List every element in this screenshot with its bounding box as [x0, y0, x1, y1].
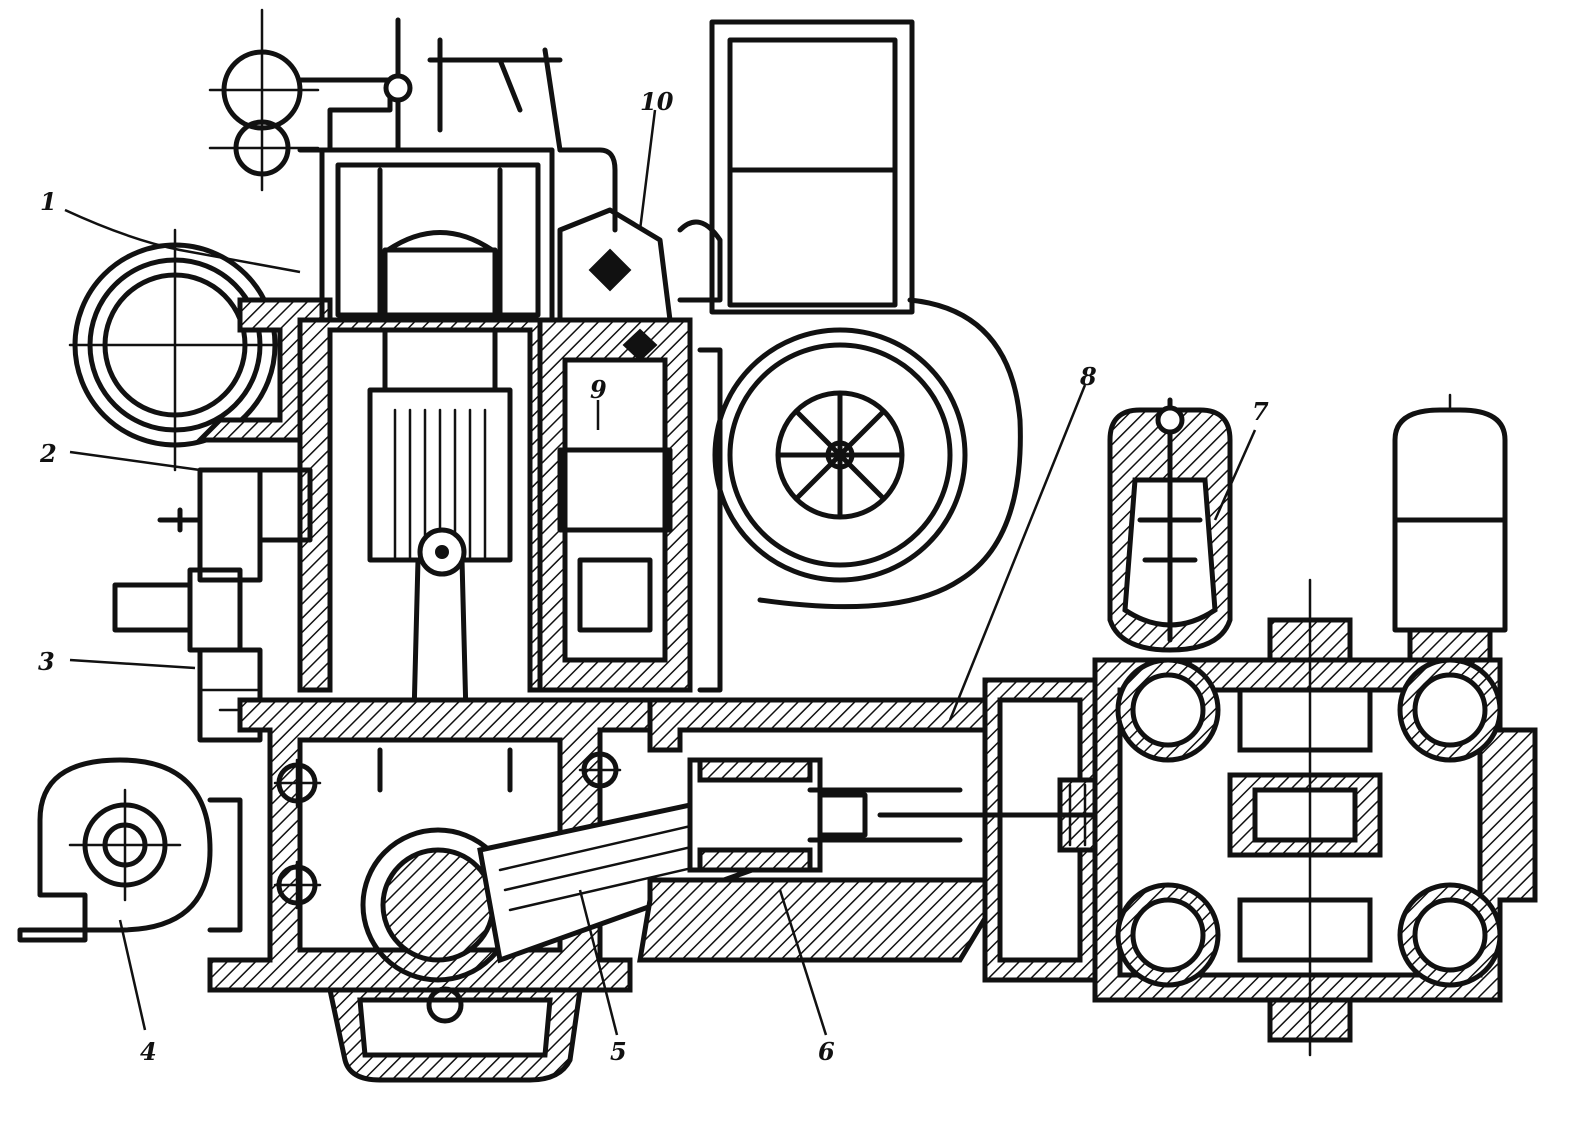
auxiliary-blower	[17, 757, 243, 943]
callout-2: 2	[39, 439, 57, 468]
fuel-injection-pump	[112, 467, 313, 743]
callout-8: 8	[1079, 362, 1097, 391]
turbocharger	[677, 19, 1023, 693]
callout-3: 3	[38, 647, 55, 676]
scavenge-pump-head	[537, 207, 693, 693]
leader-lines	[64, 109, 1257, 1036]
top-left-valve-assembly	[208, 8, 618, 233]
exhaust-manifold-ring	[68, 228, 333, 472]
callout-1: 1	[40, 187, 57, 216]
callout-7: 7	[1252, 397, 1269, 426]
callout-4: 4	[140, 1037, 157, 1066]
callout-9: 9	[590, 375, 607, 404]
callout-6: 6	[818, 1037, 835, 1066]
callout-5: 5	[610, 1037, 627, 1066]
compressor-cylinder	[1092, 393, 1538, 1057]
callout-10: 10	[640, 87, 674, 116]
